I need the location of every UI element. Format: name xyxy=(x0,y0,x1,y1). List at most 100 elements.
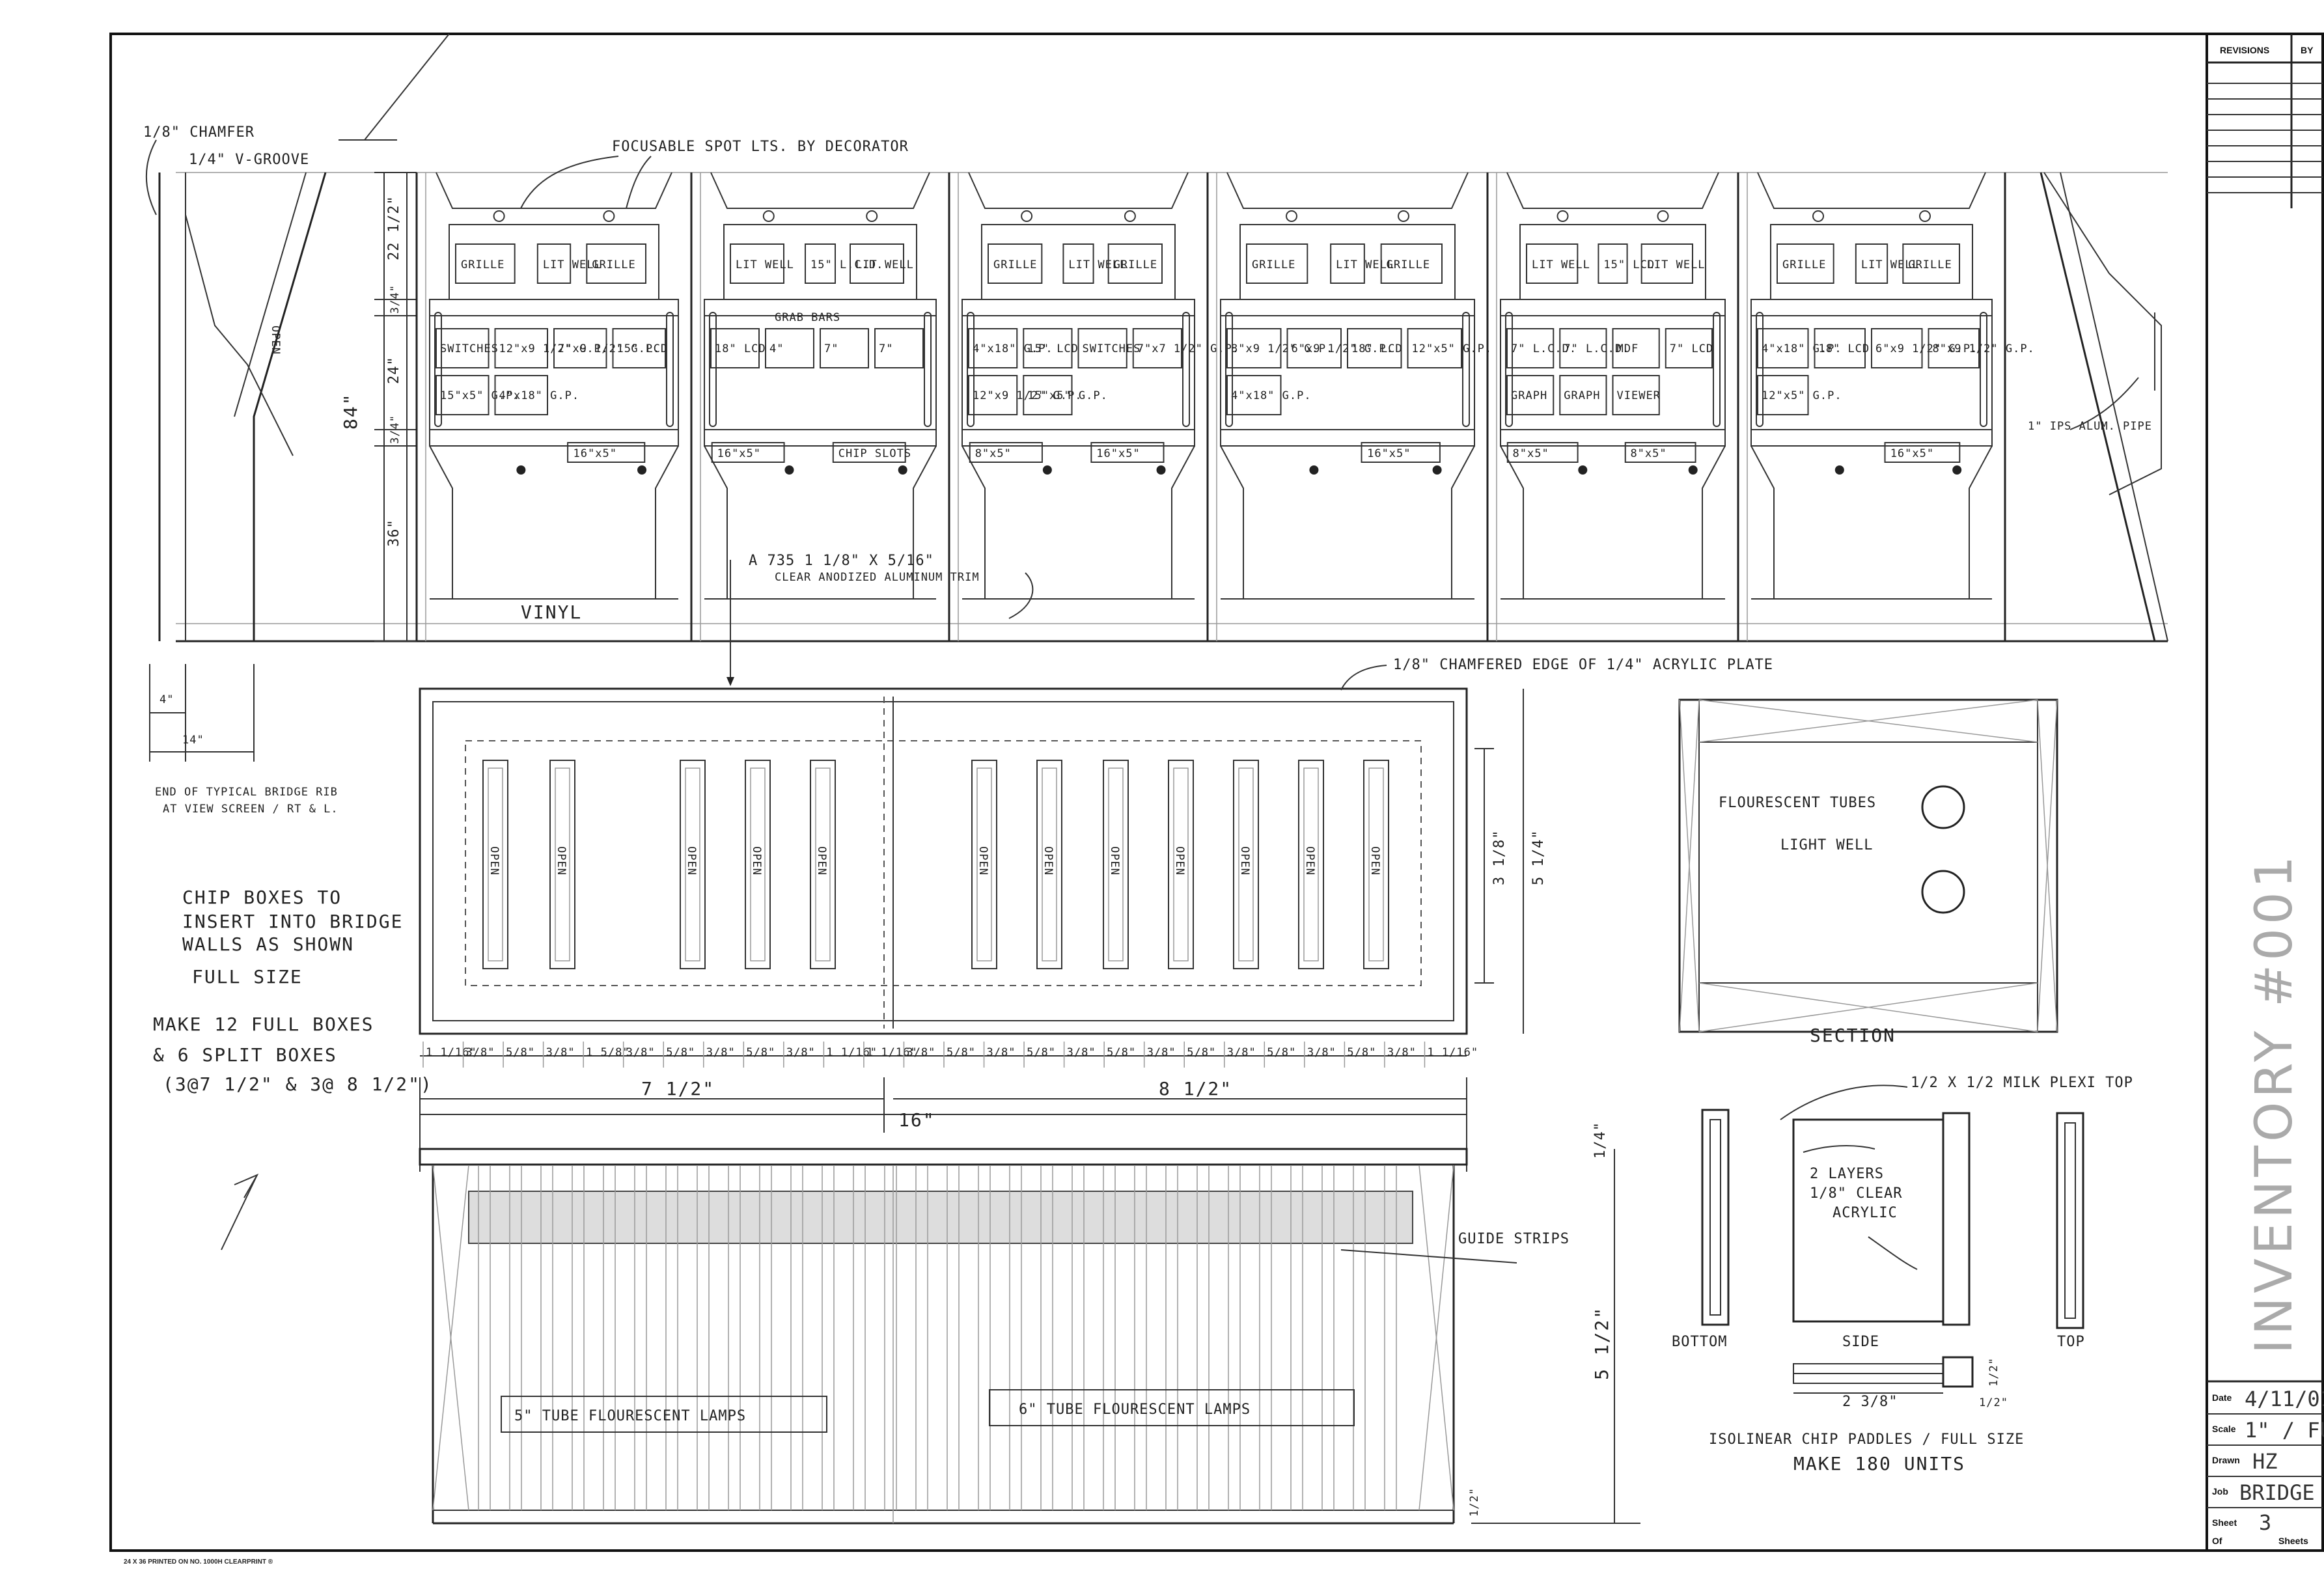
svg-text:Sheet: Sheet xyxy=(2212,1517,2237,1528)
chip-slot-open-8: OPEN xyxy=(1108,846,1121,876)
svg-text:5 1/4": 5 1/4" xyxy=(1530,830,1547,885)
panel-5-bottom2: 8"x5" xyxy=(1513,447,1549,460)
svg-text:CLEAR ANODIZED ALUMINUM TRIM: CLEAR ANODIZED ALUMINUM TRIM xyxy=(775,571,980,584)
panel-4-top-2: LIT WELL xyxy=(1336,258,1394,271)
chip-slot-open-7: OPEN xyxy=(1042,846,1055,876)
panel-6-bottom: 16"x5" xyxy=(1890,447,1934,460)
chip-slot-2 xyxy=(549,760,575,969)
chip-slot-3 xyxy=(680,760,706,969)
dim-8: 3/8" xyxy=(706,1046,736,1059)
chip-slot-8 xyxy=(1103,760,1129,969)
side-label: SIDE xyxy=(1842,1334,1879,1350)
panel-2-bottom2: 16"x5" xyxy=(717,447,761,460)
dim-10: 3/8" xyxy=(786,1046,816,1059)
chip-slot-open-12: OPEN xyxy=(1368,846,1381,876)
chip-slot-4 xyxy=(745,760,771,969)
pipe-note: 1" IPS ALUM. PIPE xyxy=(2028,420,2152,433)
field-sheet: Sheet 3 xyxy=(2212,1510,2271,1535)
panel-3-mid-2: 15" LCD xyxy=(1027,342,1079,355)
panel-1-top-3: GRILLE xyxy=(592,258,635,271)
dim-18: 5/8" xyxy=(1107,1046,1136,1059)
panel-6-mid-2: 18" LCD xyxy=(1819,342,1870,355)
svg-text:1/4": 1/4" xyxy=(1592,1122,1609,1159)
panel-1-mid-6: 4"x18" G.P. xyxy=(499,389,580,402)
field-scale: Scale 1" / FULL xyxy=(2207,1418,2324,1446)
sheets-label: Sheets xyxy=(2278,1536,2308,1546)
spot-note: FOCUSABLE SPOT LTS. BY DECORATOR xyxy=(612,139,909,155)
light-well-label: LIGHT WELL xyxy=(1780,837,1873,853)
dim-24: 5/8" xyxy=(1347,1046,1376,1059)
panel-1-mid-3: 7"x9 1/2" G.P. xyxy=(558,342,660,355)
svg-text:4/11/01: 4/11/01 xyxy=(2245,1387,2324,1411)
dim-23: 3/8" xyxy=(1307,1046,1336,1059)
dim-7: 5/8" xyxy=(666,1046,695,1059)
svg-text:FULL SIZE: FULL SIZE xyxy=(192,966,303,988)
chip-slot-open-10: OPEN xyxy=(1238,846,1251,876)
title-fields: Date 4/11/01 Scale 1" / FULL Drawn HZ Jo… xyxy=(2207,1380,2324,1546)
dim-21: 3/8" xyxy=(1227,1046,1256,1059)
chip-slot-5 xyxy=(810,760,836,969)
dim-13: 3/8" xyxy=(906,1046,935,1059)
panel-2-mid-2: 4" xyxy=(769,342,784,355)
panel-3-mid-3: SWITCHES xyxy=(1083,342,1141,355)
panel-3-bottom2: 8"x5" xyxy=(975,447,1012,460)
chip-slot-open-11: OPEN xyxy=(1303,846,1316,876)
svg-text:Scale: Scale xyxy=(2212,1424,2236,1434)
panel-1-bottom: 16"x5" xyxy=(574,447,617,460)
plexi-note: 1/2 X 1/2 MILK PLEXI TOP xyxy=(1911,1075,2133,1091)
panel-1-top-1: GRILLE xyxy=(461,258,505,271)
height-dimensions: 22 1/2" 3/4" 24" 84" 3/4" 36" xyxy=(340,172,417,642)
svg-text:3: 3 xyxy=(2259,1510,2271,1535)
panel-2-mid-4: 7" xyxy=(879,342,893,355)
top-label: TOP xyxy=(2057,1334,2085,1350)
panel-6-mid-3: 6"x9 1/2" G.P. xyxy=(1875,342,1978,355)
svg-text:2 LAYERS: 2 LAYERS xyxy=(1810,1166,1884,1182)
chip-slot-12 xyxy=(1363,760,1389,969)
paddle-caption: ISOLINEAR CHIP PADDLES / FULL SIZE xyxy=(1709,1431,2024,1448)
panel-4-mid-3: 18" LCD xyxy=(1351,342,1403,355)
panel-6-mid-4: 8"x9 1/2" G.P. xyxy=(1933,342,2035,355)
chip-slot-open-2: OPEN xyxy=(555,846,568,876)
dim-14: 5/8" xyxy=(947,1046,976,1059)
lamp-view: 5" TUBE FLOURESCENT LAMPS 6" TUBE FLOURE… xyxy=(221,1122,1640,1525)
chip-slot-7 xyxy=(1036,760,1062,969)
chip-slot-6 xyxy=(971,760,997,969)
chip-slot-1 xyxy=(482,760,508,969)
panel-2-bottom: CHIP SLOTS xyxy=(838,447,911,460)
panel-2-top-2: 15" L.C.D. xyxy=(810,258,883,271)
chip-slot-open-4: OPEN xyxy=(750,846,763,876)
panel-4-top-1: GRILLE xyxy=(1252,258,1295,271)
section-title: SECTION xyxy=(1810,1025,1896,1046)
vinyl-label: VINYL xyxy=(521,601,582,623)
revisions-label: REVISIONS xyxy=(2220,45,2269,55)
panel-5-top-1: LIT WELL xyxy=(1532,258,1590,271)
svg-text:HZ: HZ xyxy=(2252,1449,2278,1474)
bottom-label: BOTTOM xyxy=(1672,1334,1727,1350)
svg-text:Job: Job xyxy=(2212,1486,2228,1497)
panel-5-bottom: 8"x5" xyxy=(1630,447,1667,460)
svg-text:AT VIEW SCREEN / RT & L.: AT VIEW SCREEN / RT & L. xyxy=(163,803,339,816)
panel-5-mid-7: VIEWER xyxy=(1617,389,1661,402)
panel-4-mid-5: 4"x18" G.P. xyxy=(1231,389,1312,402)
lamp6-label: 6" TUBE FLOURESCENT LAMPS xyxy=(1019,1402,1251,1418)
lamp5-label: 5" TUBE FLOURESCENT LAMPS xyxy=(514,1408,746,1424)
panel-5-mid-3: MDF xyxy=(1617,342,1639,355)
svg-text:2 3/8": 2 3/8" xyxy=(1842,1394,1898,1410)
field-date: Date 4/11/01 xyxy=(2207,1387,2324,1415)
grab-bars-label: GRAB BARS xyxy=(775,311,840,324)
panel-5-top-3: LIT WELL xyxy=(1647,258,1706,271)
svg-text:14": 14" xyxy=(182,734,204,747)
bridge-elevation: OPEN 1/8" CHAMFER 1/4" V-GROOVE 22 1/2" … xyxy=(143,33,2168,816)
paper-note: 24 X 36 PRINTED ON NO. 1000H CLEARPRINT … xyxy=(124,1558,273,1566)
field-drawn: Drawn HZ xyxy=(2207,1449,2323,1477)
chamfer-note: 1/8" CHAMFER xyxy=(143,124,255,141)
svg-text:8 1/2": 8 1/2" xyxy=(1159,1078,1232,1099)
dim-25: 3/8" xyxy=(1387,1046,1417,1059)
svg-text:MAKE 12 FULL BOXES: MAKE 12 FULL BOXES xyxy=(153,1014,374,1035)
paddle-caption2: MAKE 180 UNITS xyxy=(1793,1453,1965,1474)
